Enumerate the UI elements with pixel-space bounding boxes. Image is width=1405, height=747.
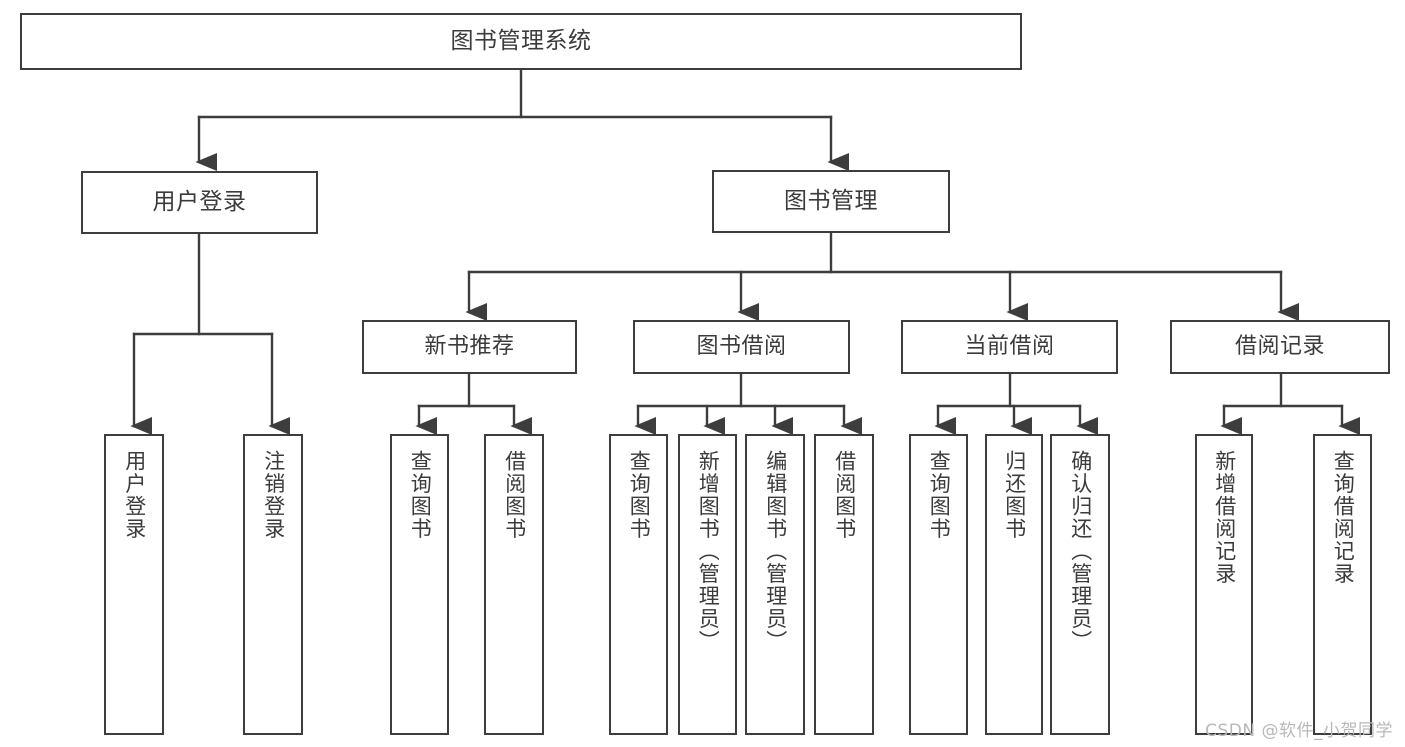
node-user-login-label: 用户登录 [152, 188, 247, 215]
node-leaf-add-record[interactable]: 新增借阅记录 [1195, 434, 1253, 735]
node-leaf-user-login-label: 用户登录 [122, 450, 147, 540]
node-leaf-logout-login[interactable]: 注销登录 [243, 434, 303, 735]
node-leaf-query-book-1-label: 查询图书 [408, 450, 433, 540]
node-borrow-record-label: 借阅记录 [1234, 334, 1325, 360]
node-book-management[interactable]: 图书管理 [712, 170, 950, 233]
node-current-borrow-label: 当前借阅 [964, 334, 1055, 360]
node-leaf-return-book-label: 归还图书 [1002, 450, 1027, 540]
node-leaf-borrow-book-2[interactable]: 借阅图书 [814, 434, 874, 735]
node-leaf-return-book[interactable]: 归还图书 [985, 434, 1043, 735]
node-leaf-borrow-book-1-label: 借阅图书 [502, 450, 527, 540]
node-leaf-add-record-label: 新增借阅记录 [1212, 450, 1237, 585]
node-leaf-query-book-2-label: 查询图书 [627, 450, 652, 540]
node-leaf-borrow-book-1[interactable]: 借阅图书 [484, 434, 544, 735]
node-leaf-query-book-3[interactable]: 查询图书 [909, 434, 968, 735]
node-leaf-confirm-return-label: 确认归还（管理员） [1068, 450, 1093, 653]
node-leaf-borrow-book-2-label: 借阅图书 [832, 450, 857, 540]
node-book-management-label: 图书管理 [784, 187, 878, 214]
node-borrow-record[interactable]: 借阅记录 [1170, 320, 1390, 374]
node-root[interactable]: 图书管理系统 [20, 13, 1022, 70]
node-leaf-query-book-2[interactable]: 查询图书 [609, 434, 668, 735]
node-leaf-edit-book-label: 编辑图书（管理员） [763, 450, 788, 653]
node-leaf-add-book-label: 新增图书（管理员） [696, 450, 721, 653]
node-book-borrow-label: 图书借阅 [696, 334, 787, 360]
node-user-login[interactable]: 用户登录 [81, 171, 318, 234]
node-leaf-user-login[interactable]: 用户登录 [104, 434, 164, 735]
node-leaf-add-book[interactable]: 新增图书（管理员） [678, 434, 737, 735]
node-leaf-query-record[interactable]: 查询借阅记录 [1313, 434, 1372, 735]
node-new-book-recommend[interactable]: 新书推荐 [362, 320, 577, 374]
node-root-label: 图书管理系统 [450, 27, 592, 54]
node-current-borrow[interactable]: 当前借阅 [901, 320, 1118, 374]
node-leaf-logout-login-label: 注销登录 [261, 450, 286, 540]
watermark: CSDN @软件_小贺同学 [1205, 721, 1393, 741]
node-new-book-recommend-label: 新书推荐 [424, 334, 515, 360]
node-leaf-query-record-label: 查询借阅记录 [1331, 450, 1356, 585]
node-leaf-query-book-1[interactable]: 查询图书 [390, 434, 449, 735]
node-book-borrow[interactable]: 图书借阅 [633, 320, 850, 374]
node-leaf-edit-book[interactable]: 编辑图书（管理员） [745, 434, 805, 735]
node-leaf-query-book-3-label: 查询图书 [927, 450, 952, 540]
node-leaf-confirm-return[interactable]: 确认归还（管理员） [1050, 434, 1110, 735]
